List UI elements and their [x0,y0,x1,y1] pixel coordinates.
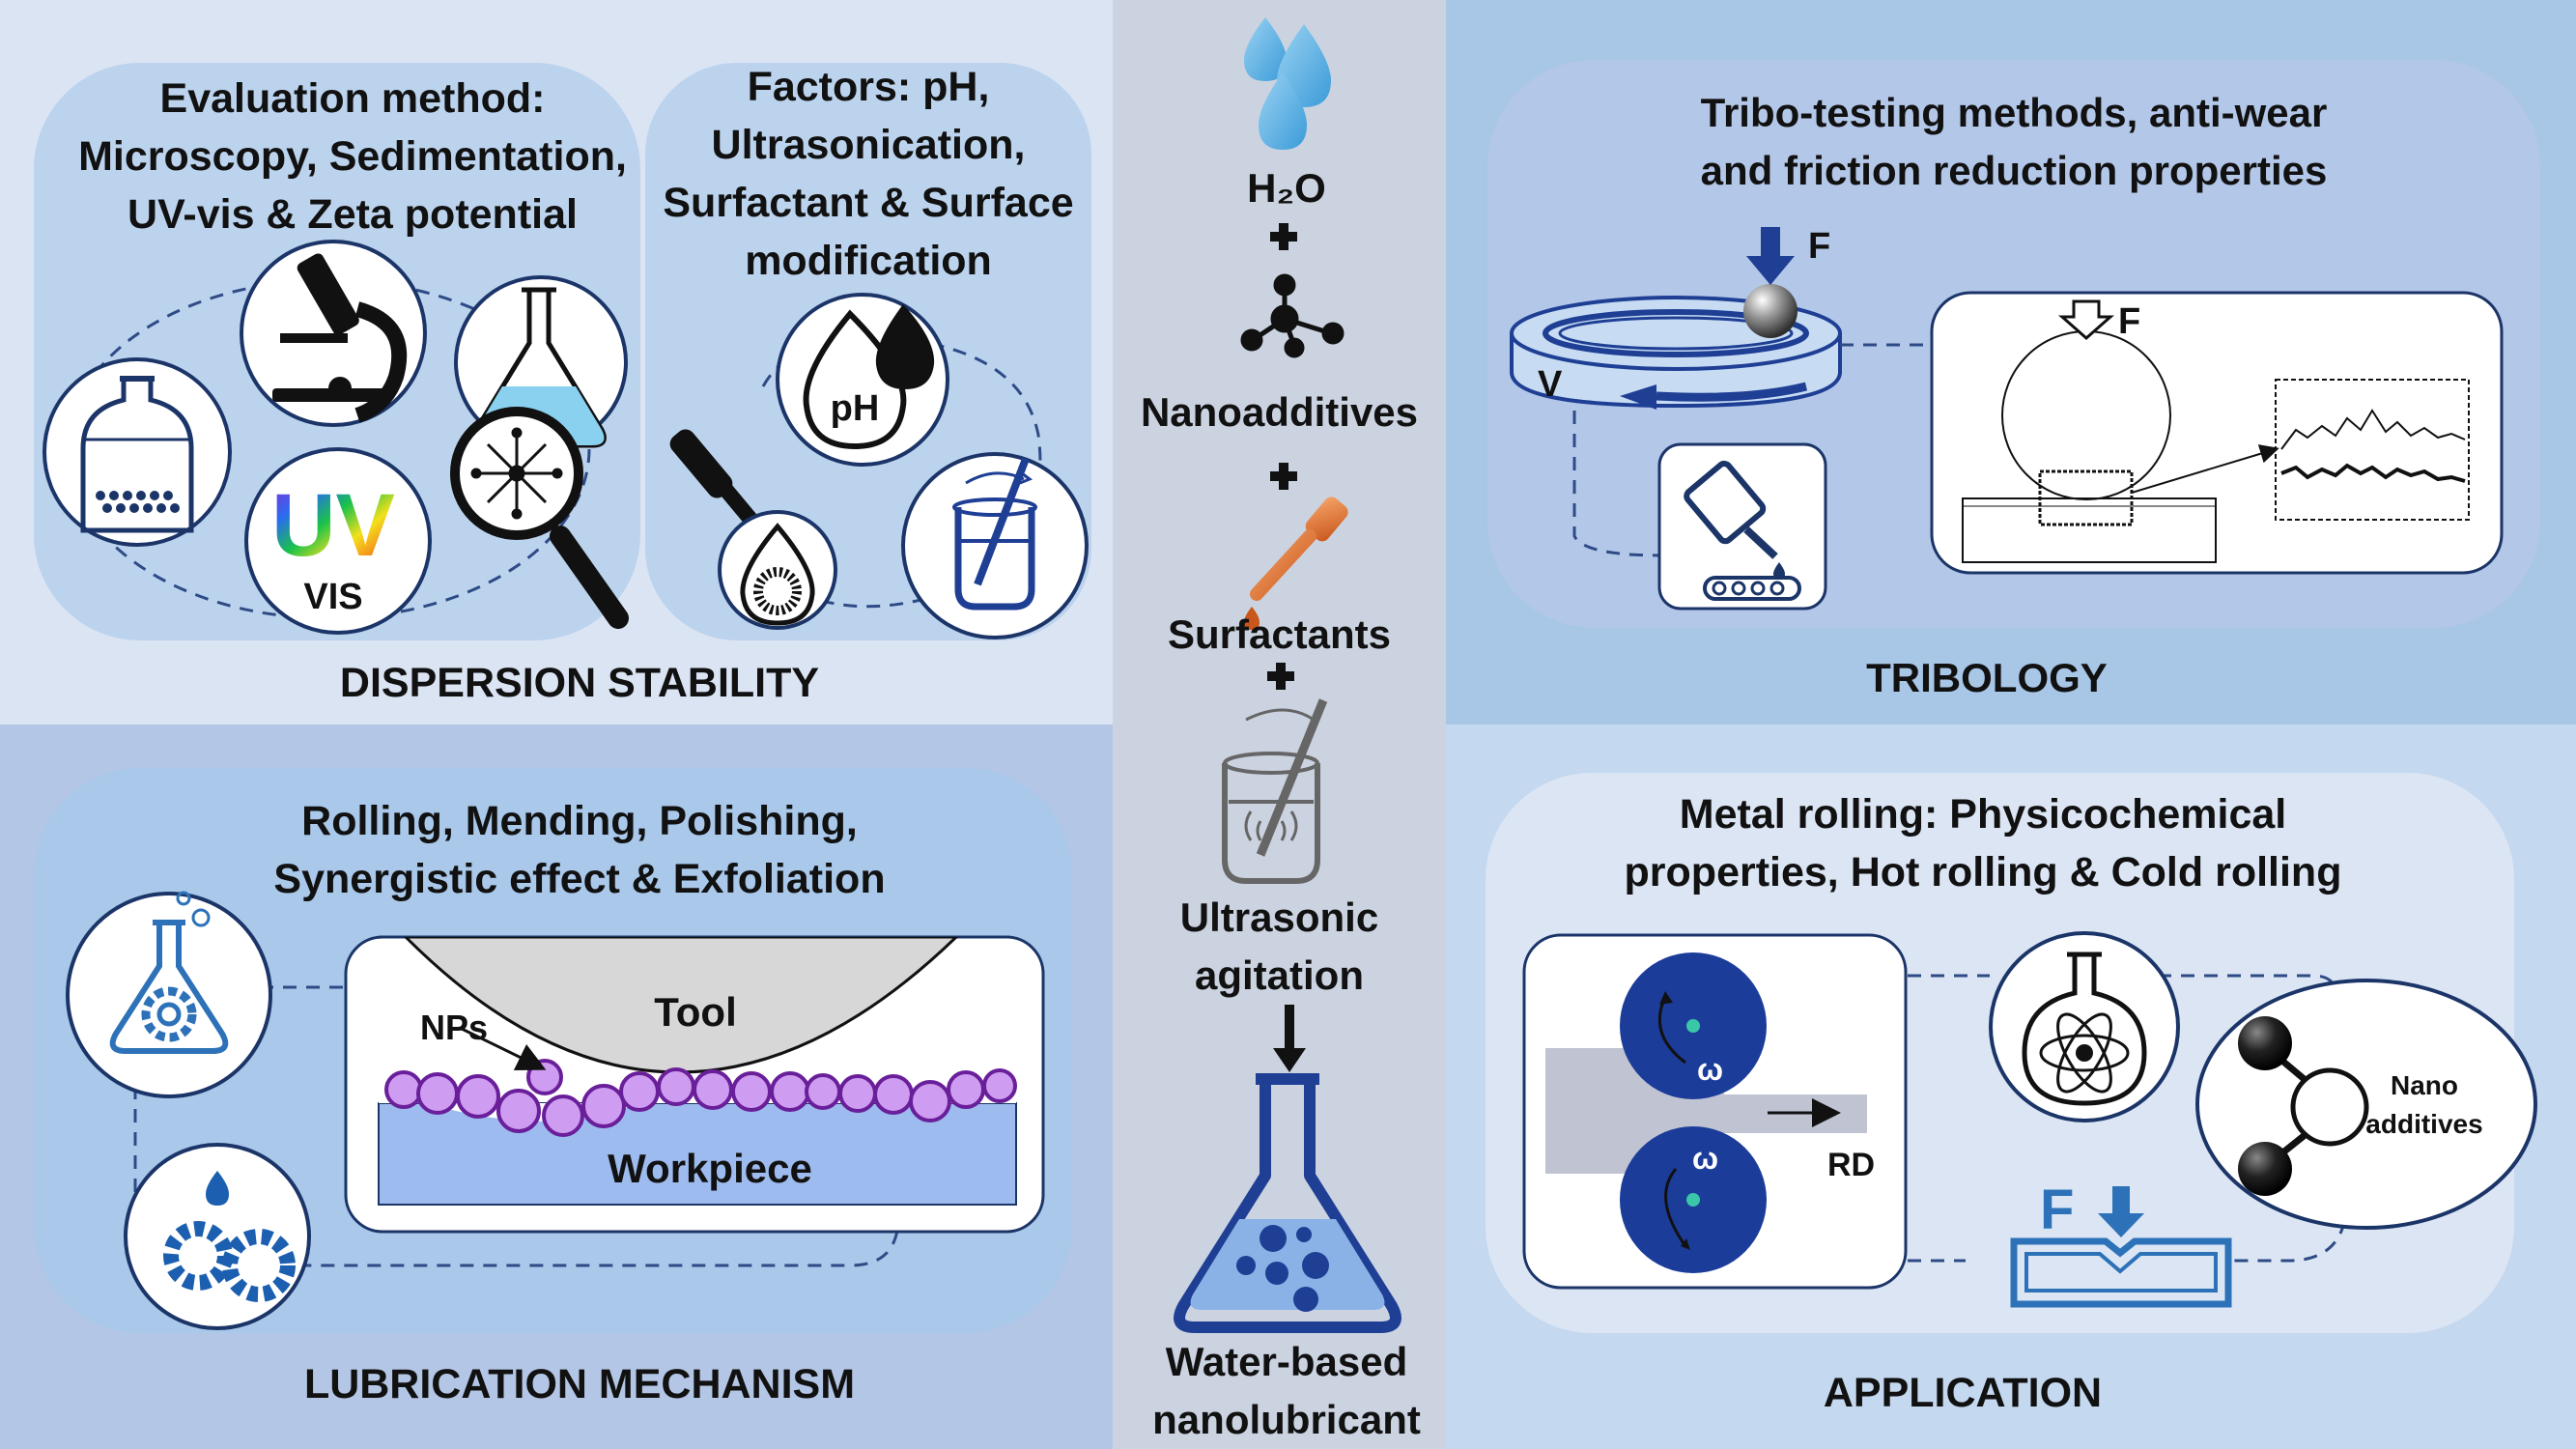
evaluation-line-2: Microscopy, Sedimentation, [78,133,627,180]
press-force-label: F [2040,1179,2074,1241]
factors-line-2: Ultrasonication, [711,122,1026,168]
plus-icon-3 [1267,663,1294,690]
down-arrow-icon [1273,1005,1306,1072]
force-label-schematic: F [2118,301,2140,342]
lubricant-oil-icon [1657,442,1827,611]
die-press-icon [2010,1186,2232,1308]
ph-drop-icon: pH [776,293,949,467]
tool-label: Tool [654,989,737,1035]
result-line-1: Water-based [1165,1339,1408,1384]
rd-label: RD [1827,1147,1875,1183]
water-label: H₂O [1247,165,1326,211]
ultrasonic-beaker-icon [1222,698,1328,884]
surfactants-label: Surfactants [1167,611,1392,657]
uv-label: UV [271,476,395,575]
surfactant-drop-icon [718,510,837,630]
velocity-label: V [1538,364,1563,405]
plus-icon-1 [1270,223,1297,250]
microscope-icon [240,240,427,427]
flask-gear-icon [66,891,272,1098]
application-heading-line-1: Metal rolling: Physicochemical [1679,791,2287,838]
evaluation-line-3: UV-vis & Zeta potential [127,191,578,238]
plus-icon-2 [1270,463,1297,490]
force-label-pin: F [1808,226,1830,267]
application-heading-line-2: properties, Hot rolling & Cold rolling [1624,849,2342,895]
result-line-2: nanolubricant [1152,1397,1421,1442]
nanoadditives-molecule-icon [2195,979,2537,1230]
evaluation-line-1: Evaluation method: [159,75,546,122]
nanolubricant-flask-icon [1174,1073,1401,1333]
factors-line-1: Factors: pH, [747,64,990,110]
sedimentation-bottle-icon [42,357,232,547]
factors-line-3: Surfactant & Surface [663,180,1074,226]
ph-label: pH [831,388,880,429]
molecule-icon [1240,273,1345,358]
tribology-heading-line-1: Tribo-testing methods, anti-wear [1700,90,2328,135]
nanoadditives-label: Nanoadditives [1140,389,1419,435]
factors-dashed-ring [761,334,1042,609]
mechanism-section-title: LUBRICATION MECHANISM [303,1361,856,1407]
pin-on-disc-icon [1510,227,1842,410]
tool-workpiece-schematic [344,935,1045,1234]
gears-oil-icon [124,1143,311,1330]
stirring-beaker-icon [901,452,1089,639]
application-section-title: APPLICATION [1823,1370,2103,1416]
mechanism-heading-line-2: Synergistic effect & Exfoliation [273,856,886,902]
physicochemical-flask-icon [1989,931,2180,1122]
nano-additives-line-1: Nano [2391,1070,2458,1100]
water-drops-icon [1244,17,1331,150]
vis-label: VIS [303,577,362,617]
nps-label: NPs [419,1008,489,1047]
tribo-test-schematic [1930,291,2504,575]
ultrasonic-line-2: agitation [1195,952,1364,998]
pipette-icon [1244,497,1348,630]
omega-label-top: ω [1697,1052,1723,1087]
tribology-heading-line-2: and friction reduction properties [1700,148,2328,193]
ultrasonic-line-1: Ultrasonic [1179,895,1379,940]
workpiece-label: Workpiece [608,1146,812,1191]
nano-additives-line-2: additives [2365,1109,2483,1139]
dispersion-section-title: DISPERSION STABILITY [339,660,820,706]
magnifier-icon [450,407,629,629]
mechanism-heading-line-1: Rolling, Mending, Polishing, [301,798,858,844]
omega-label-bottom: ω [1692,1141,1718,1176]
factors-line-4: modification [745,238,992,284]
rolling-mill-schematic [1522,933,1908,1290]
tribology-section-title: TRIBOLOGY [1866,655,2108,700]
uv-vis-icon: UV VIS [244,447,432,635]
